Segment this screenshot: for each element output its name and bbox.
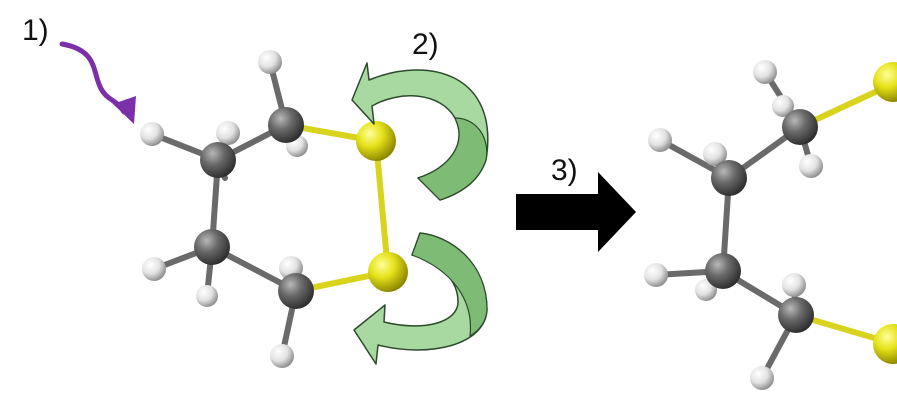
hydrogen-atom <box>799 154 823 178</box>
carbon-atom <box>200 142 236 178</box>
hydrogen-atom <box>750 366 774 390</box>
carbon-atom <box>778 297 814 333</box>
sulfur-atom <box>873 324 897 364</box>
hydrogen-atom <box>140 122 164 146</box>
molecule-ring-opened-chain <box>644 60 897 390</box>
carbon-atom <box>268 107 304 143</box>
carbon-atom <box>194 229 230 265</box>
attack-arrow-icon <box>59 41 136 124</box>
carbon-atom <box>711 160 747 196</box>
hydrogen-atom <box>648 128 672 152</box>
step-label-1: 1) <box>22 14 49 47</box>
hydrogen-atom <box>753 60 777 84</box>
step-label-2: 2) <box>412 28 439 61</box>
hydrogen-atom <box>644 263 668 287</box>
reaction-arrow-icon <box>516 172 636 252</box>
carbon-atom <box>705 253 741 289</box>
sulfur-atom <box>368 252 408 292</box>
hydrogen-atom <box>270 344 294 368</box>
hydrogen-atom <box>772 95 794 117</box>
step-label-3: 3) <box>551 154 578 187</box>
hydrogen-atom <box>142 257 166 281</box>
curl-arrow-lower-icon <box>353 232 488 365</box>
hydrogen-atom <box>258 50 282 74</box>
sulfur-atom <box>356 121 396 161</box>
carbon-bonds <box>149 59 300 359</box>
molecule-cyclic-disulfide <box>140 50 408 368</box>
hydrogen-atom <box>196 285 218 307</box>
hydrogen-atom <box>216 121 240 145</box>
sulfur-atom <box>873 62 897 102</box>
hydrogen-atom <box>703 142 727 166</box>
carbon-atom <box>782 109 818 145</box>
curl-arrow-upper-icon <box>351 62 489 201</box>
carbon-atom <box>278 273 314 309</box>
hydrogen-atom <box>782 273 806 297</box>
